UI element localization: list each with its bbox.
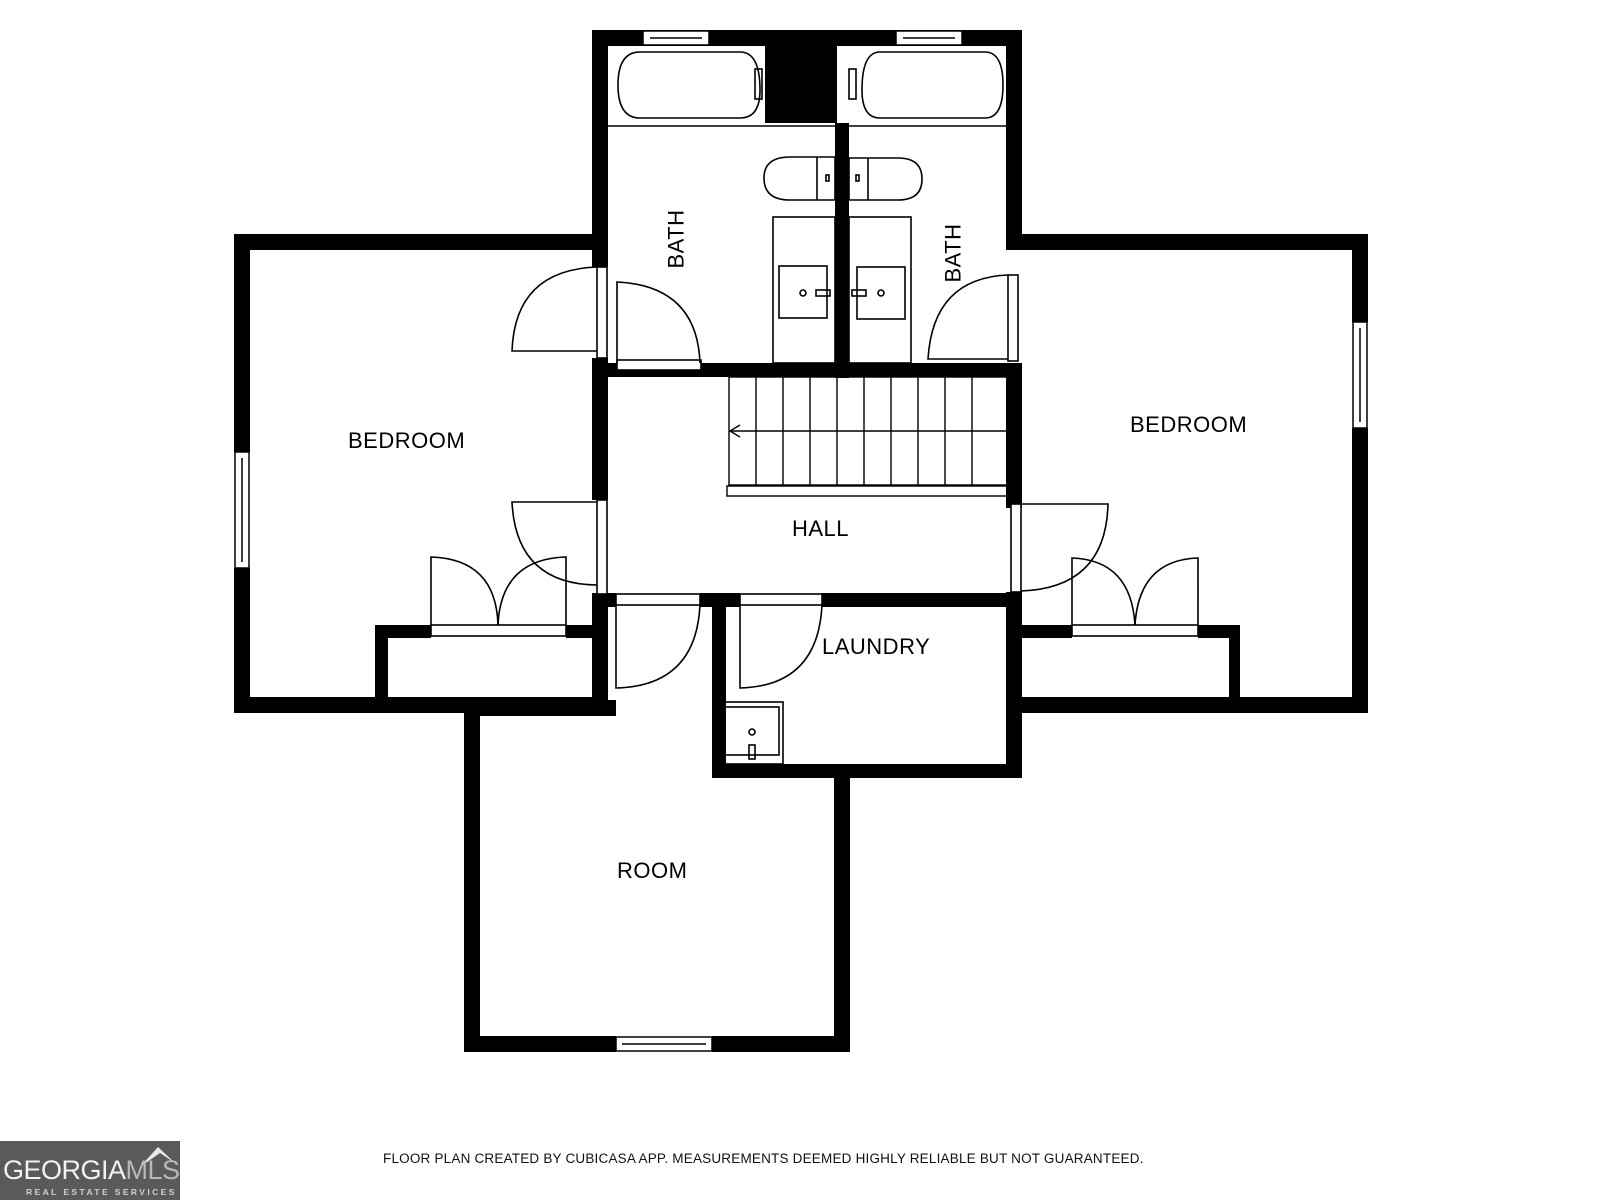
room-label-room: ROOM <box>617 858 688 883</box>
logo-brand-georgia: GEORGIA <box>3 1155 126 1185</box>
georgia-mls-logo: GEORGIAMLS REAL ESTATE SERVICES <box>0 1141 180 1200</box>
windows <box>234 30 1368 1052</box>
bathtub-left <box>617 51 761 119</box>
walls <box>234 30 1368 1052</box>
logo-brand-mls: MLS <box>125 1155 180 1185</box>
room-label-bath-left: BATH <box>663 209 689 269</box>
room-label-bath-right: BATH <box>940 223 966 283</box>
toilet-right <box>848 157 923 201</box>
room-label-bedroom-right: BEDROOM <box>1130 412 1248 437</box>
toilet-left <box>763 156 836 201</box>
logo-tagline: REAL ESTATE SERVICES <box>26 1187 177 1197</box>
room-label-hall: HALL <box>792 516 850 541</box>
room-label-bedroom-left: BEDROOM <box>348 428 466 453</box>
room-label-laundry: LAUNDRY <box>822 634 931 659</box>
floor-plan-disclaimer: FLOOR PLAN CREATED BY CUBICASA APP. MEAS… <box>383 1151 1144 1166</box>
doors <box>430 266 1199 689</box>
fixtures <box>608 51 1006 765</box>
staircase <box>726 376 1012 497</box>
roof-icon <box>140 1147 175 1167</box>
logo-wordmark: GEORGIAMLS <box>3 1155 180 1186</box>
bathtub-right <box>861 51 1004 119</box>
